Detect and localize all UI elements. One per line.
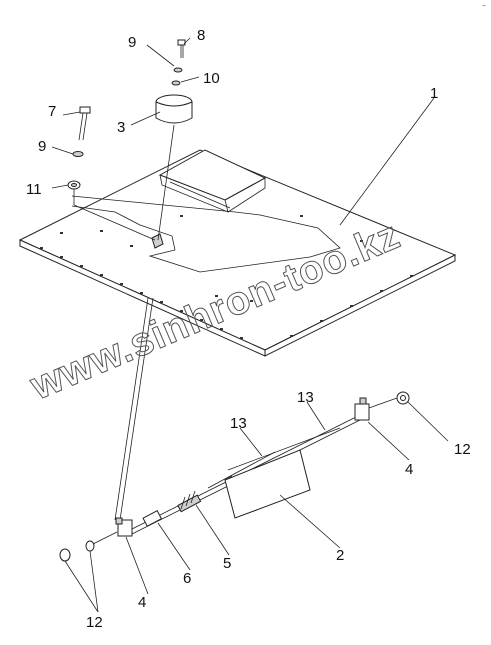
bracket-4-left [115,517,133,537]
callout-7: 7 [48,103,56,120]
callout-1: 1 [430,85,438,102]
callout-11: 11 [26,181,42,198]
callout-4-left: 4 [138,594,146,611]
washer-9-upper [173,67,183,73]
callout-9-lower: 9 [38,138,46,155]
callout-5: 5 [223,555,231,572]
callout-12-left: 12 [86,614,103,631]
leader-lines [51,37,449,613]
plate-bracket [151,233,164,249]
callout-12-right: 12 [454,441,471,458]
callout-10: 10 [203,70,220,87]
callout-labels: 1 2 3 4 4 5 6 7 8 9 9 10 11 12 12 13 13 [26,27,471,631]
callout-2: 2 [336,547,344,564]
plate-holes [40,215,413,339]
bolt-7 [78,106,91,141]
washer-12-left-b [85,540,95,552]
floor-plate [18,149,457,357]
sleeve-6 [142,510,163,527]
callout-9-upper: 9 [128,34,136,51]
bracket-4-right [354,397,370,421]
callout-6: 6 [183,570,191,587]
bolt-8 [177,39,186,58]
washer-12-left-a [59,548,71,562]
callout-8: 8 [197,27,205,44]
pin-13-right [227,427,341,471]
corner-mark: – [482,1,486,10]
washer-9-lower [72,151,84,157]
cup-3 [155,94,193,241]
callout-13-left: 13 [230,415,247,432]
washer-10 [171,80,181,86]
callout-3: 3 [117,119,125,136]
callout-13-right: 13 [297,389,314,406]
pedal-plate-2 [224,449,311,519]
spring-5 [177,490,202,513]
callout-4-right: 4 [405,461,413,478]
pin-13-left [207,451,276,489]
